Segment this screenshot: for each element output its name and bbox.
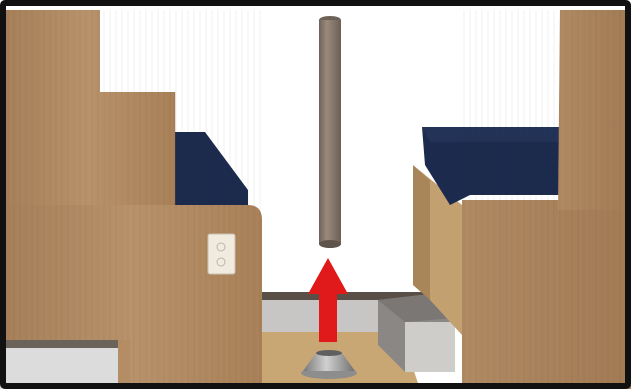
- left-dinette-bench: [0, 10, 262, 389]
- table-leg-pole: [319, 16, 341, 248]
- wall-outlet: [208, 234, 235, 274]
